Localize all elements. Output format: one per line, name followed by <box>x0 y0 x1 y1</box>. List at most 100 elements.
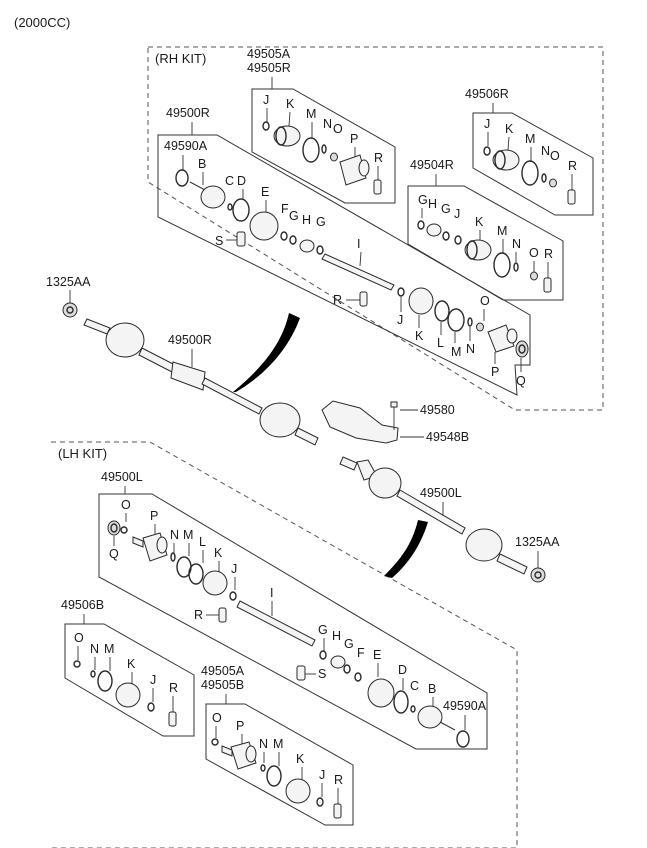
part-label-r[interactable]: R <box>374 151 383 165</box>
part-label-1325aa-rh[interactable]: 1325AA <box>46 275 91 289</box>
part-label-c[interactable]: C <box>225 174 234 188</box>
arrow-lh-icon <box>384 520 428 578</box>
part-label-1325aa-lh[interactable]: 1325AA <box>515 535 560 549</box>
part-label-49505r[interactable]: 49505R <box>247 61 291 75</box>
part-label-r[interactable]: R <box>544 247 553 261</box>
part-label-k[interactable]: K <box>475 215 484 229</box>
part-label-49500l[interactable]: 49500L <box>420 486 462 500</box>
part-label-m[interactable]: M <box>451 345 461 359</box>
part-label-p[interactable]: P <box>350 132 358 146</box>
part-label-m[interactable]: M <box>525 132 535 146</box>
part-label-r[interactable]: R <box>568 159 577 173</box>
part-label-49504r[interactable]: 49504R <box>410 158 454 172</box>
part-label-j[interactable]: J <box>150 673 156 687</box>
part-label-g[interactable]: G <box>418 193 428 207</box>
part-label-k[interactable]: K <box>415 329 424 343</box>
part-label-o[interactable]: O <box>480 294 490 308</box>
part-label-d[interactable]: D <box>398 663 407 677</box>
part-label-49590a[interactable]: 49590A <box>443 699 487 713</box>
part-label-o[interactable]: O <box>212 711 222 725</box>
part-label-o[interactable]: O <box>333 122 343 136</box>
part-label-49506b[interactable]: 49506B <box>61 598 104 612</box>
boot-icon <box>249 211 279 241</box>
part-label-j[interactable]: J <box>263 93 269 107</box>
lh-kit-boundary <box>51 441 518 848</box>
part-label-r[interactable]: R <box>194 608 203 622</box>
lh-main-box <box>98 493 488 750</box>
part-label-o[interactable]: O <box>529 246 539 260</box>
part-label-q[interactable]: Q <box>516 374 526 388</box>
part-label-r[interactable]: R <box>333 293 342 307</box>
part-label-f[interactable]: F <box>357 646 365 660</box>
part-label-m[interactable]: M <box>104 642 114 656</box>
part-label-q[interactable]: Q <box>109 547 119 561</box>
part-label-49505a[interactable]: 49505A <box>201 664 245 678</box>
part-label-p[interactable]: P <box>150 509 158 523</box>
part-label-h[interactable]: H <box>332 629 341 643</box>
part-label-b[interactable]: B <box>198 157 206 171</box>
inner-cv-boot-icon <box>368 467 402 499</box>
part-label-g2[interactable]: G <box>316 215 326 229</box>
part-label-l[interactable]: L <box>199 535 206 549</box>
part-label-n[interactable]: N <box>512 237 521 251</box>
part-label-k[interactable]: K <box>505 122 514 136</box>
part-label-49500r[interactable]: 49500R <box>168 333 212 347</box>
part-label-j[interactable]: J <box>231 562 237 576</box>
part-label-e[interactable]: E <box>373 648 381 662</box>
part-label-r[interactable]: R <box>169 681 178 695</box>
part-label-k[interactable]: K <box>127 657 136 671</box>
part-label-n[interactable]: N <box>259 737 268 751</box>
part-label-c[interactable]: C <box>410 679 419 693</box>
part-label-49548b[interactable]: 49548B <box>426 430 469 444</box>
part-label-j[interactable]: J <box>484 117 490 131</box>
dust-cover-icon <box>175 169 189 187</box>
part-label-i[interactable]: I <box>270 586 273 600</box>
part-label-p[interactable]: P <box>236 719 244 733</box>
part-label-k[interactable]: K <box>296 752 305 766</box>
part-label-f[interactable]: F <box>281 202 289 216</box>
part-label-s[interactable]: S <box>215 234 223 248</box>
boot-icon <box>273 125 301 147</box>
part-label-g[interactable]: G <box>318 623 328 637</box>
part-label-49580[interactable]: 49580 <box>420 403 455 417</box>
part-label-n[interactable]: N <box>323 117 332 131</box>
part-label-s[interactable]: S <box>318 667 326 681</box>
part-label-n[interactable]: N <box>90 642 99 656</box>
part-label-n[interactable]: N <box>170 528 179 542</box>
part-label-g[interactable]: G <box>289 209 299 223</box>
part-label-j[interactable]: J <box>319 768 325 782</box>
part-label-r[interactable]: R <box>334 773 343 787</box>
part-label-49505b[interactable]: 49505B <box>201 678 244 692</box>
part-label-m[interactable]: M <box>183 528 193 542</box>
part-label-m[interactable]: M <box>497 224 507 238</box>
part-label-49500l-kit[interactable]: 49500L <box>101 470 143 484</box>
part-label-g2[interactable]: G <box>441 202 451 216</box>
part-label-o[interactable]: O <box>74 631 84 645</box>
rh-kit-49505-group: 49505A 49505R J K M N O P R <box>247 47 396 204</box>
part-label-n[interactable]: N <box>466 342 475 356</box>
part-label-m[interactable]: M <box>273 737 283 751</box>
part-label-b[interactable]: B <box>428 682 436 696</box>
part-label-l[interactable]: L <box>437 336 444 350</box>
part-label-o[interactable]: O <box>550 149 560 163</box>
part-label-e[interactable]: E <box>261 185 269 199</box>
part-label-k[interactable]: K <box>214 546 223 560</box>
part-label-49590a[interactable]: 49590A <box>164 139 208 153</box>
rh-kit-title: (RH KIT) <box>155 51 206 66</box>
part-label-i[interactable]: I <box>357 237 360 251</box>
part-label-49505a[interactable]: 49505A <box>247 47 291 61</box>
part-label-h[interactable]: H <box>428 197 437 211</box>
part-label-p[interactable]: P <box>491 365 499 379</box>
part-label-j[interactable]: J <box>454 207 460 221</box>
part-label-d[interactable]: D <box>237 174 246 188</box>
part-label-n[interactable]: N <box>541 144 550 158</box>
part-label-h[interactable]: H <box>302 213 311 227</box>
part-label-49500r-kit[interactable]: 49500R <box>166 106 210 120</box>
part-label-k[interactable]: K <box>286 97 295 111</box>
part-label-m[interactable]: M <box>306 107 316 121</box>
part-label-j[interactable]: J <box>397 313 403 327</box>
part-label-o[interactable]: O <box>121 498 131 512</box>
grease-icon <box>373 179 382 195</box>
part-label-g2[interactable]: G <box>344 637 354 651</box>
part-label-49506r[interactable]: 49506R <box>465 87 509 101</box>
